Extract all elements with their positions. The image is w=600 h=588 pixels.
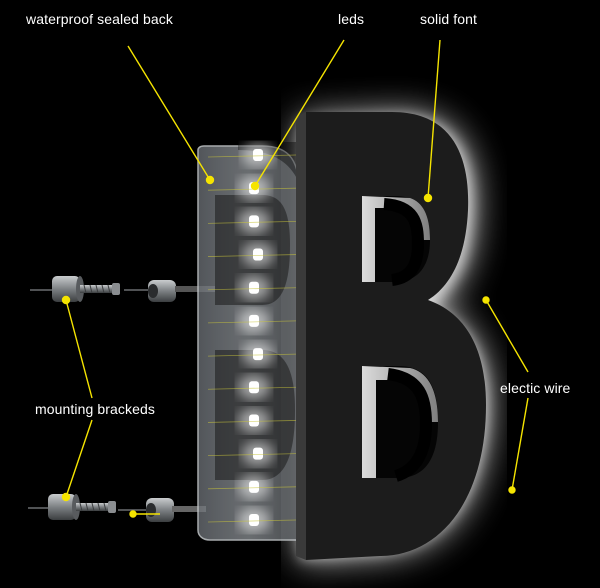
led-wire	[207, 154, 297, 158]
led-wire	[207, 353, 297, 357]
led-wire	[207, 519, 297, 523]
led-module	[253, 248, 263, 261]
mounting-bracket-bottom	[28, 494, 206, 522]
led-wire	[207, 453, 297, 457]
label-solid-font: solid font	[420, 11, 478, 27]
led-wire	[207, 220, 297, 224]
callout-lines	[61, 39, 529, 518]
led-module	[249, 215, 259, 228]
led-module	[249, 414, 259, 427]
led-wire	[207, 386, 297, 390]
led-module	[249, 514, 259, 526]
led-module	[253, 149, 263, 161]
mounting-bracket-top	[30, 276, 215, 302]
led-module	[249, 381, 259, 394]
label-mounting-brackets: mounting brackeds	[35, 401, 155, 417]
led-module	[249, 480, 259, 493]
label-leds: leds	[338, 11, 365, 27]
led-wire	[207, 420, 297, 423]
led-module	[253, 447, 263, 460]
led-wire	[207, 486, 297, 490]
label-waterproof-sealed-back: waterproof sealed back	[26, 11, 173, 27]
label-electric-wire: electic wire	[500, 380, 571, 396]
solid-letter-face	[296, 112, 486, 560]
led-module	[253, 348, 263, 361]
led-wire	[207, 254, 297, 257]
acrylic-back-panel	[197, 142, 301, 541]
led-wire	[207, 320, 297, 324]
led-wire	[207, 187, 297, 191]
led-module	[249, 281, 259, 294]
led-module	[249, 314, 259, 327]
led-wire	[207, 287, 297, 291]
